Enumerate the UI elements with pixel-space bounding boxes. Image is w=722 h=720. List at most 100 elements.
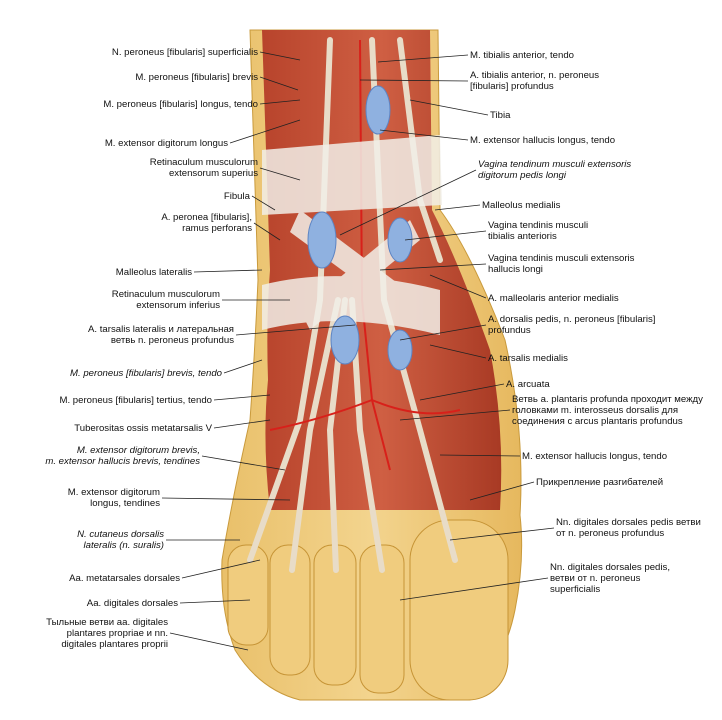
- leader-r4: [379, 129, 469, 141]
- label-line: longus, tendines: [90, 498, 160, 509]
- right-label-r1: M. tibialis anterior, tendo: [470, 50, 574, 61]
- leader-r8: [379, 263, 487, 271]
- leader-l7: [253, 222, 281, 241]
- leader-l12: [213, 394, 271, 401]
- leader-l17: [181, 559, 261, 579]
- leader-r16: [449, 527, 555, 541]
- label-line: A. tarsalis medialis: [488, 352, 568, 364]
- label-line: ramus perforans: [182, 223, 252, 234]
- left-label-l11: M. peroneus [fibularis] brevis, tendo: [70, 368, 222, 379]
- label-line: Fibula: [223, 190, 250, 202]
- label-line: m. extensor hallucis brevis, tendines: [45, 456, 200, 467]
- leader-l18: [179, 599, 251, 604]
- label-line: A. arcuata: [506, 378, 550, 390]
- label-line: M. tibialis anterior, tendo: [470, 49, 574, 61]
- label-line: Retinaculum musculorum: [111, 289, 220, 300]
- left-label-l17: Aa. metatarsales dorsales: [69, 573, 180, 584]
- label-line: от n. peroneus profundus: [556, 528, 665, 539]
- right-label-r13: Ветвь a. plantaris profunda проходит меж…: [512, 394, 703, 427]
- right-label-r9: A. malleolaris anterior medialis: [488, 293, 619, 304]
- left-label-l13: Tuberositas ossis metatarsalis V: [74, 423, 212, 434]
- left-label-l1: N. peroneus [fibularis] superficialis: [112, 47, 258, 58]
- left-label-l2: M. peroneus [fibularis] brevis: [135, 72, 258, 83]
- left-label-l14: M. extensor digitorum brevis,m. extensor…: [45, 445, 200, 467]
- right-label-r11: A. tarsalis medialis: [488, 353, 568, 364]
- label-line: M. extensor hallucis longus, tendo: [470, 134, 616, 146]
- toes: [227, 519, 509, 701]
- right-label-r15: Прикрепление разгибателей: [536, 477, 663, 488]
- label-line: Tibia: [490, 109, 511, 121]
- leader-r11: [429, 344, 487, 359]
- label-line: M. extensor digitorum: [67, 487, 160, 498]
- label-line: Тыльные ветви aa. digitales: [46, 616, 168, 628]
- label-line: M. extensor hallucis longus, tendo: [522, 450, 668, 462]
- label-line: A. peronea [fibularis],: [161, 212, 252, 223]
- leader-l6: [251, 195, 276, 211]
- leader-l10: [235, 324, 356, 336]
- label-line: Vagina tendinis musculi: [488, 220, 589, 231]
- label-line: lateralis (n. suralis): [83, 540, 164, 551]
- label-line: соединения с arcus plantaris profundus: [512, 415, 683, 427]
- leader-r6: [434, 204, 481, 211]
- leader-r14: [439, 454, 521, 457]
- leader-l14: [201, 455, 286, 471]
- leader-r17: [399, 577, 549, 601]
- leader-l15: [161, 497, 291, 501]
- label-line: digitales plantares proprii: [61, 638, 168, 650]
- label-line: A. tarsalis lateralis и латеральная: [88, 324, 234, 335]
- leader-r7: [404, 230, 487, 241]
- right-label-r3: Tibia: [490, 110, 510, 121]
- left-label-l4: M. extensor digitorum longus: [105, 138, 228, 149]
- label-line: M. peroneus [fibularis] longus, tendo: [103, 98, 258, 110]
- label-line: Vagina tendinum musculi extensoris: [478, 159, 632, 170]
- leader-l11: [223, 359, 263, 374]
- leader-l13: [213, 419, 271, 429]
- label-line: plantares propriae и nn.: [66, 627, 168, 639]
- right-label-r10: A. dorsalis pedis, n. peroneus [fibulari…: [488, 314, 655, 336]
- leader-l2: [259, 76, 299, 91]
- label-line: extensorum superius: [168, 168, 258, 179]
- leader-r9: [429, 274, 487, 299]
- label-line: A. dorsalis pedis, n. peroneus [fibulari…: [488, 314, 656, 325]
- leader-l19: [169, 632, 249, 651]
- right-label-r14: M. extensor hallucis longus, tendo: [522, 451, 667, 462]
- leader-r2: [359, 79, 469, 82]
- leader-l3: [259, 99, 301, 105]
- tendon-sheaths: [307, 85, 413, 371]
- leader-l1: [259, 51, 301, 61]
- right-label-r6: Malleolus medialis: [482, 200, 560, 211]
- label-line: digitorum pedis longi: [478, 170, 566, 181]
- left-label-l12: M. peroneus [fibularis] tertius, tendo: [59, 395, 212, 406]
- label-line: N. peroneus [fibularis] superficialis: [111, 46, 258, 58]
- right-label-r12: A. arcuata: [506, 379, 550, 390]
- leader-l4: [229, 119, 301, 144]
- label-line: Malleolus lateralis: [115, 266, 192, 278]
- label-line: A. tibialis anterior, n. peroneus: [470, 70, 600, 81]
- label-line: Malleolus medialis: [482, 199, 561, 211]
- label-line: Tuberositas ossis metatarsalis V: [74, 422, 212, 434]
- leader-r3: [409, 99, 489, 116]
- label-line: Vagina tendinis musculi extensoris: [488, 253, 635, 264]
- right-label-r2: A. tibialis anterior, n. peroneus[fibula…: [470, 70, 599, 92]
- right-label-r4: M. extensor hallucis longus, tendo: [470, 135, 615, 146]
- label-line: N. cutaneus dorsalis: [77, 529, 164, 540]
- label-line: Retinaculum musculorum: [149, 157, 258, 168]
- label-line: ветвь n. peroneus profundus: [110, 335, 234, 346]
- label-line: M. peroneus [fibularis] brevis: [135, 71, 258, 83]
- label-line: M. peroneus [fibularis] tertius, tendo: [59, 394, 212, 406]
- leader-l5: [259, 167, 301, 181]
- left-label-l6: Fibula: [224, 191, 250, 202]
- label-line: hallucis longi: [488, 264, 543, 275]
- label-line: M. peroneus [fibularis] brevis, tendo: [70, 367, 222, 379]
- label-line: Nn. digitales dorsales pedis,: [550, 561, 670, 573]
